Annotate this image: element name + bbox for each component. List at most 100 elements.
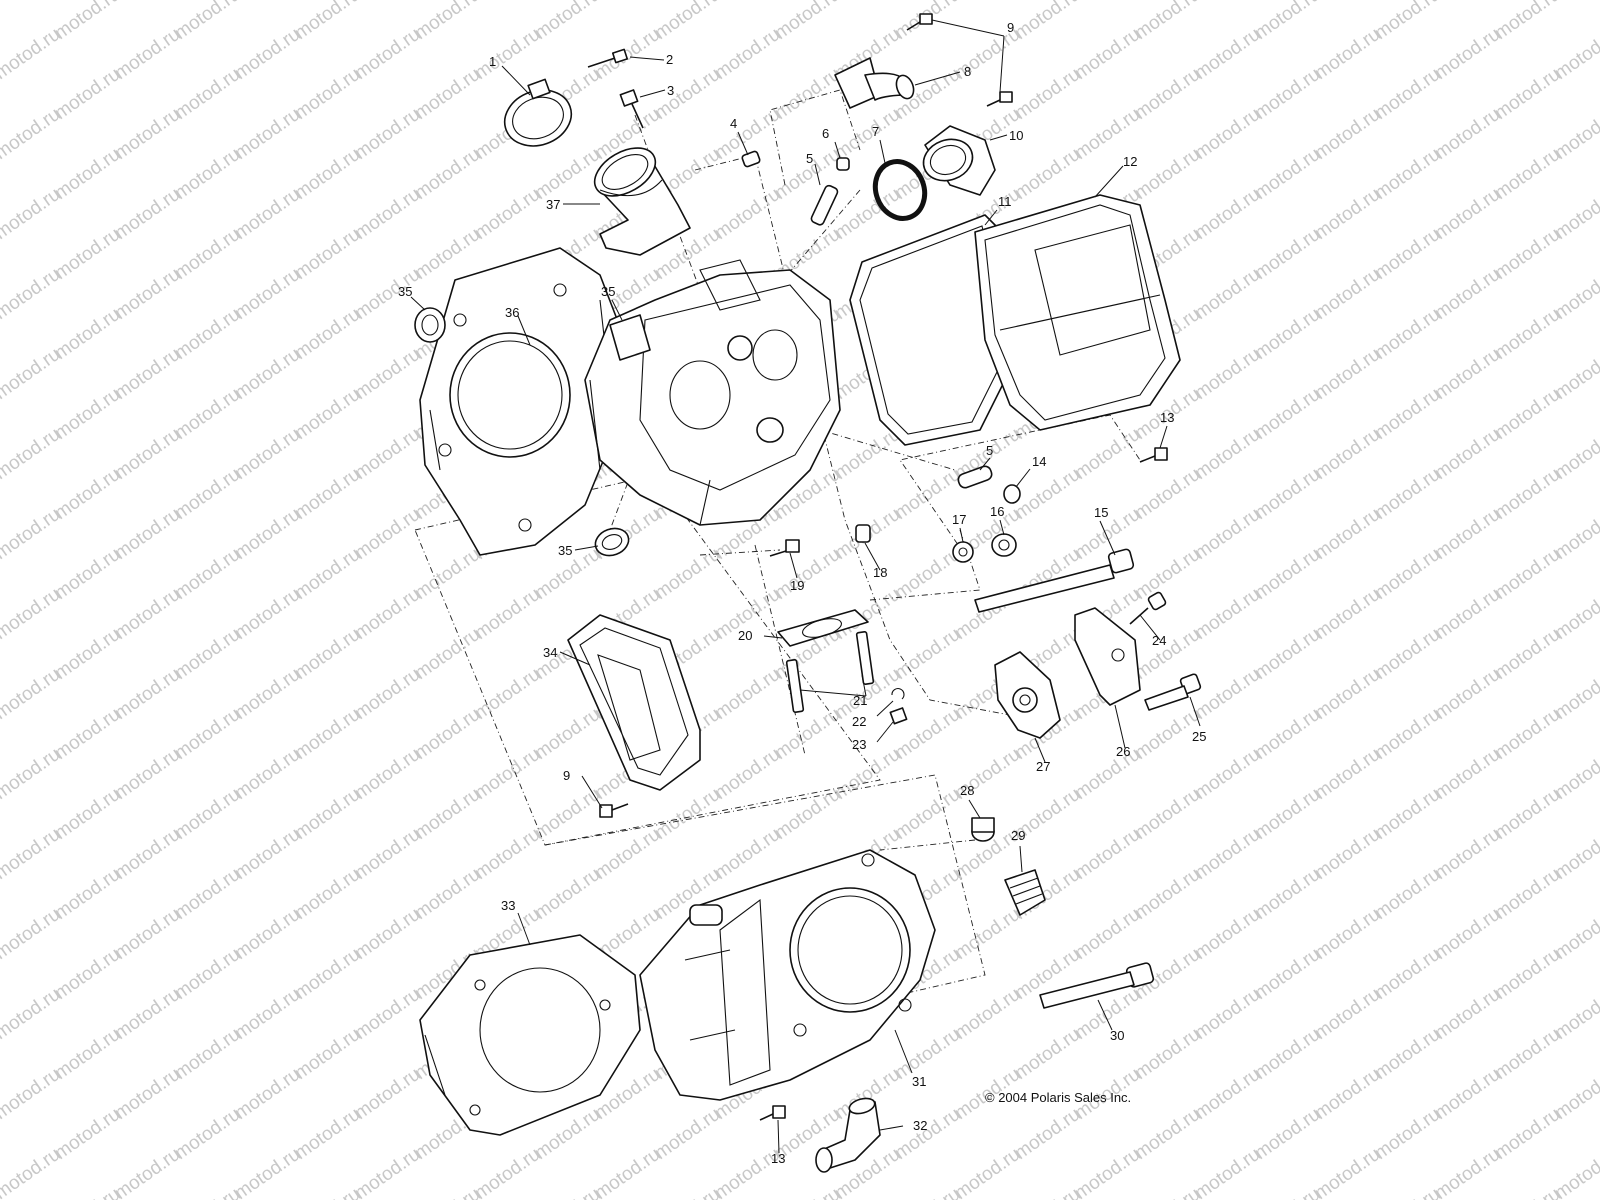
callout-13b: 13 — [771, 1151, 785, 1166]
watermark-text: motod.ru — [1191, 344, 1264, 404]
watermark-text: motod.ru — [1191, 824, 1264, 884]
watermark-text: motod.ru — [0, 424, 64, 484]
head-gasket-part — [419, 247, 626, 556]
bolt-3-part — [619, 89, 644, 129]
watermark-text: motod.ru — [291, 944, 364, 1004]
watermark-text: motod.ru — [471, 824, 544, 884]
watermark-text: motod.ru — [111, 104, 184, 164]
watermark-text: motod.ru — [291, 224, 364, 284]
watermark-text: motod.ru — [1191, 424, 1264, 484]
watermark-text: motod.ru — [291, 0, 364, 44]
head-bolt-15-part — [974, 548, 1135, 613]
watermark-text: motod.ru — [171, 1024, 244, 1084]
watermark-text: motod.ru — [0, 744, 64, 804]
watermark-text: motod.ru — [1191, 984, 1264, 1044]
watermark-text: motod.ru — [1011, 0, 1084, 44]
watermark-text: motod.ru — [711, 744, 784, 804]
watermark-text: motod.ru — [291, 544, 364, 604]
watermark-text: motod.ru — [1251, 304, 1324, 364]
bolt-9a-part — [906, 13, 933, 31]
watermark-text: motod.ru — [351, 984, 424, 1044]
watermark-text: motod.ru — [591, 824, 664, 884]
watermark-text: motod.ru — [1551, 1144, 1600, 1200]
watermark-text: motod.ru — [1491, 944, 1564, 1004]
watermark-text: motod.ru — [1311, 104, 1384, 164]
callout-29: 29 — [1011, 828, 1025, 843]
watermark-text: motod.ru — [771, 0, 844, 44]
watermark-text: motod.ru — [411, 64, 484, 124]
watermark-text: motod.ru — [591, 24, 664, 84]
callout-36: 36 — [505, 305, 519, 320]
watermark-text: motod.ru — [471, 584, 544, 644]
watermark-text: motod.ru — [231, 744, 304, 804]
watermark-text: motod.ru — [51, 784, 124, 844]
watermark-text: motod.ru — [0, 984, 64, 1044]
watermark-text: motod.ru — [891, 784, 964, 844]
seal-35c-part — [594, 527, 630, 557]
watermark-text: motod.ru — [471, 664, 544, 724]
watermark-text: motod.ru — [1491, 784, 1564, 844]
watermark-text: motod.ru — [171, 544, 244, 604]
watermark-text: motod.ru — [1491, 624, 1564, 684]
watermark-text: motod.ru — [351, 104, 424, 164]
watermark-text: motod.ru — [51, 1024, 124, 1084]
watermark-text: motod.ru — [891, 1104, 964, 1164]
watermark-text: motod.ru — [1371, 464, 1444, 524]
watermark-text: motod.ru — [1311, 824, 1384, 884]
callout-6: 6 — [822, 126, 829, 141]
watermark-text: motod.ru — [51, 224, 124, 284]
watermark-text: motod.ru — [1071, 824, 1144, 884]
callout-23: 23 — [852, 737, 866, 752]
washer-17-part — [952, 541, 974, 563]
watermark-text: motod.ru — [111, 824, 184, 884]
clamp-part — [503, 78, 573, 147]
watermark-text: motod.ru — [1431, 1144, 1504, 1200]
watermark-text: motod.ru — [1371, 864, 1444, 924]
base-gasket-part — [419, 934, 641, 1136]
watermark-text: motod.ru — [1371, 1024, 1444, 1084]
watermark-text: motod.ru — [231, 1064, 304, 1124]
watermark-text: motod.ru — [0, 104, 64, 164]
watermark-text: motod.ru — [711, 664, 784, 724]
watermark-text: motod.ru — [291, 1104, 364, 1164]
callout-24: 24 — [1152, 633, 1166, 648]
watermark-text: motod.ru — [171, 704, 244, 764]
watermark-text: motod.ru — [351, 824, 424, 884]
watermark-text: motod.ru — [1011, 144, 1084, 204]
watermark-text: motod.ru — [231, 824, 304, 884]
watermark-text: motod.ru — [771, 1184, 844, 1200]
watermark-text: motod.ru — [1491, 1184, 1564, 1200]
watermark-text: motod.ru — [291, 1184, 364, 1200]
watermark-text: motod.ru — [171, 464, 244, 524]
water-elbow-part — [834, 57, 915, 109]
watermark-text: motod.ru — [171, 1104, 244, 1164]
watermark-text: motod.ru — [1371, 0, 1444, 44]
watermark-text: motod.ru — [0, 344, 64, 404]
bracket-27-part — [994, 651, 1061, 739]
watermark-text: motod.ru — [951, 1144, 1024, 1200]
watermark-text: motod.ru — [1191, 504, 1264, 564]
watermark-text: motod.ru — [1131, 784, 1204, 844]
bracket-26-part — [1074, 607, 1141, 706]
watermark-text: motod.ru — [1491, 304, 1564, 364]
watermark-text: motod.ru — [1011, 1024, 1084, 1084]
watermark-text: motod.ru — [1371, 1104, 1444, 1164]
watermark-text: motod.ru — [231, 664, 304, 724]
valve-guide-5b-part — [957, 465, 993, 489]
callout-27: 27 — [1036, 759, 1050, 774]
watermark-text: motod.ru — [1371, 784, 1444, 844]
watermark-text: motod.ru — [591, 1144, 664, 1200]
watermark-text: motod.ru — [0, 904, 64, 964]
callout-5a: 5 — [806, 151, 813, 166]
watermark-text: motod.ru — [1431, 184, 1504, 244]
watermark-text: motod.ru — [1311, 984, 1384, 1044]
cylinder-part — [639, 849, 936, 1101]
watermark-text: motod.ru — [1371, 624, 1444, 684]
watermark-text: motod.ru — [1491, 704, 1564, 764]
watermark-text: motod.ru — [1491, 1104, 1564, 1164]
copyright-notice: © 2004 Polaris Sales Inc. — [985, 1090, 1131, 1105]
watermark-text: motod.ru — [171, 0, 244, 44]
watermark-text: motod.ru — [351, 1144, 424, 1200]
callout-25: 25 — [1192, 729, 1206, 744]
